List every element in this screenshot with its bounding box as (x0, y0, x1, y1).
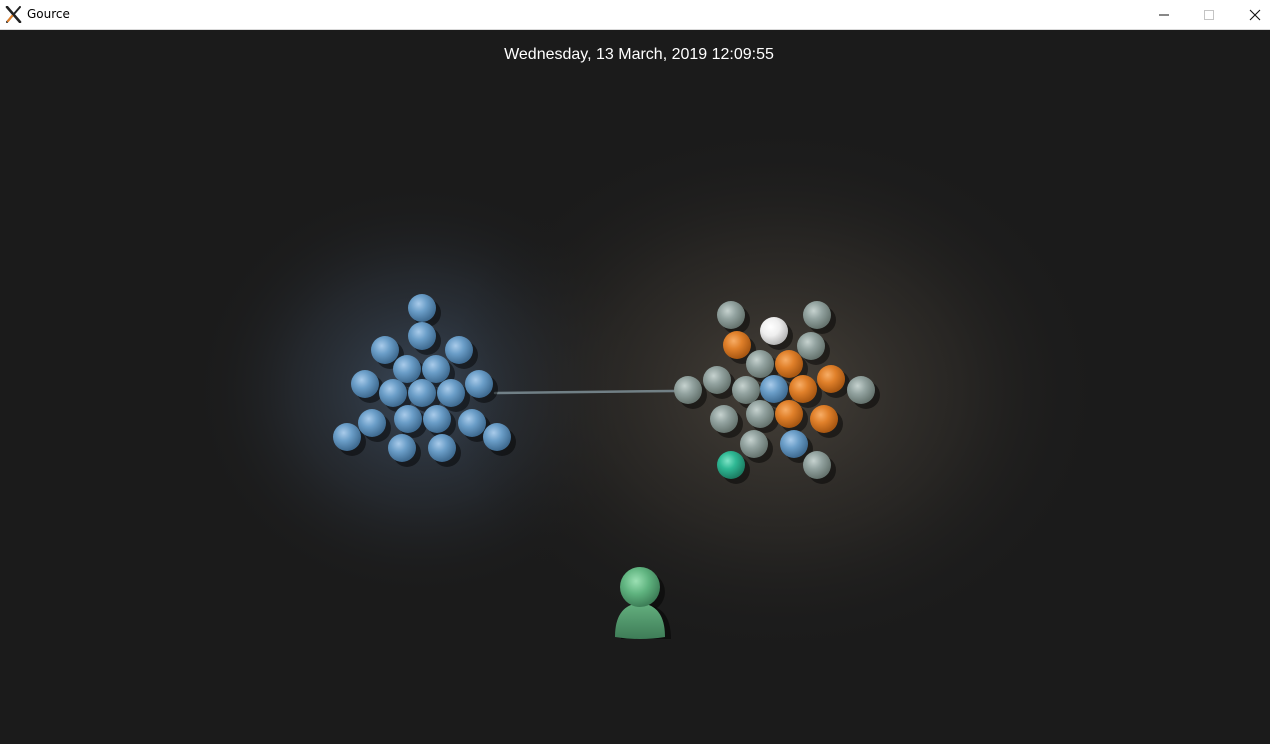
file-node-grey[interactable] (803, 451, 831, 479)
file-node-grey[interactable] (803, 301, 831, 329)
user-avatar[interactable] (615, 567, 671, 639)
date-time-label: Wednesday, 13 March, 2019 12:09:55 (504, 46, 774, 63)
file-node-blue[interactable] (408, 322, 436, 350)
file-node-orange[interactable] (775, 350, 803, 378)
file-node-blue[interactable] (428, 434, 456, 462)
title-bar[interactable]: Gource (0, 0, 1270, 30)
file-node-blue[interactable] (760, 375, 788, 403)
file-node-grey[interactable] (746, 400, 774, 428)
file-node-white[interactable] (760, 317, 788, 345)
window-title: Gource (27, 7, 70, 21)
file-node-orange[interactable] (789, 375, 817, 403)
file-node-blue[interactable] (422, 355, 450, 383)
file-node-orange[interactable] (810, 405, 838, 433)
file-node-grey[interactable] (732, 376, 760, 404)
file-node-blue[interactable] (437, 379, 465, 407)
file-node-grey[interactable] (717, 301, 745, 329)
file-node-grey[interactable] (740, 430, 768, 458)
file-node-blue[interactable] (408, 379, 436, 407)
file-node-blue[interactable] (483, 423, 511, 451)
directory-edge (493, 389, 676, 395)
file-node-blue[interactable] (408, 294, 436, 322)
user-body (615, 603, 665, 639)
file-node-grey[interactable] (710, 405, 738, 433)
file-node-teal[interactable] (717, 451, 745, 479)
visualization-canvas[interactable] (0, 30, 1270, 744)
file-node-grey[interactable] (847, 376, 875, 404)
file-node-orange[interactable] (775, 400, 803, 428)
file-node-blue[interactable] (465, 370, 493, 398)
file-node-grey[interactable] (703, 366, 731, 394)
file-node-blue[interactable] (358, 409, 386, 437)
minimize-button[interactable] (1141, 0, 1187, 29)
file-node-blue[interactable] (388, 434, 416, 462)
file-node-blue[interactable] (394, 405, 422, 433)
file-node-blue[interactable] (423, 405, 451, 433)
file-node-blue[interactable] (393, 355, 421, 383)
maximize-button[interactable] (1186, 0, 1232, 29)
file-node-orange[interactable] (817, 365, 845, 393)
minimize-icon (1159, 14, 1169, 16)
file-node-blue[interactable] (445, 336, 473, 364)
close-icon (1249, 9, 1261, 21)
directory-cluster-left (333, 294, 516, 467)
file-node-grey[interactable] (797, 332, 825, 360)
file-node-blue[interactable] (333, 423, 361, 451)
file-node-grey[interactable] (746, 350, 774, 378)
x-logo-icon (5, 5, 22, 24)
file-node-orange[interactable] (723, 331, 751, 359)
file-node-blue[interactable] (780, 430, 808, 458)
directory-cluster-right (674, 301, 880, 484)
gource-viewport[interactable]: Wednesday, 13 March, 2019 12:09:55 (0, 30, 1270, 744)
close-button[interactable] (1232, 0, 1270, 29)
user-head (620, 567, 660, 607)
maximize-icon (1204, 10, 1214, 20)
file-node-blue[interactable] (379, 379, 407, 407)
file-node-blue[interactable] (458, 409, 486, 437)
file-node-grey[interactable] (674, 376, 702, 404)
file-node-blue[interactable] (371, 336, 399, 364)
file-node-blue[interactable] (351, 370, 379, 398)
